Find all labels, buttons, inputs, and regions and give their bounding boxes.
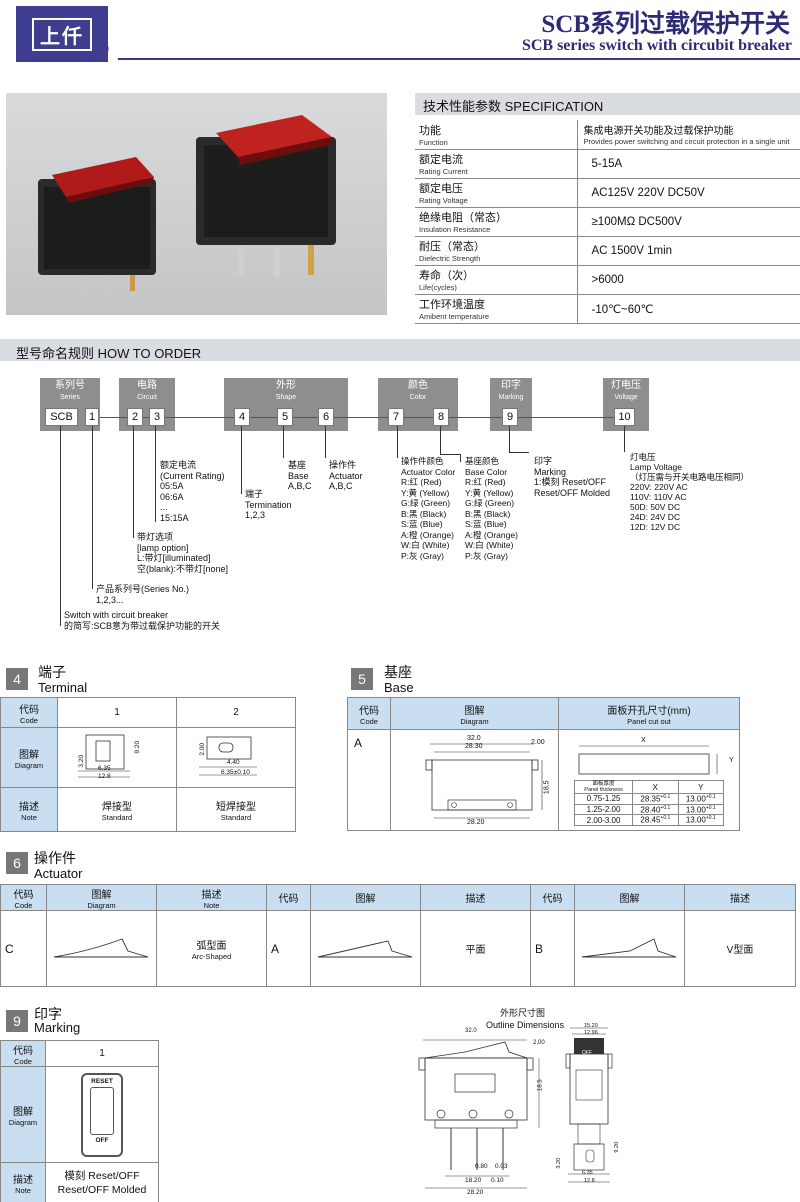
- outline-subtitle: Outline Dimensions: [486, 1020, 565, 1030]
- header-rule: [118, 58, 800, 60]
- section-subtitle: Marking: [34, 1020, 81, 1035]
- code-box: 4: [234, 408, 250, 426]
- registered-mark: ®: [101, 44, 110, 56]
- section-title: 操作件: [34, 850, 76, 866]
- product-photo: [6, 93, 387, 315]
- page-subtitle: SCB series switch with circubit breaker: [521, 37, 792, 54]
- code-box: 7: [388, 408, 404, 426]
- code-box: 8: [433, 408, 449, 426]
- section-title: 印字: [34, 1006, 62, 1022]
- section-number: 5: [351, 668, 373, 690]
- code-box: 2: [127, 408, 143, 426]
- actuator-flat-diagram: [310, 910, 421, 987]
- actuator-v-diagram: [574, 910, 685, 987]
- outline-drawing: 32.0 2.00 18.5 0.80 0.03 18.20 0.10 28.2…: [405, 1028, 635, 1200]
- code-box: 10: [614, 408, 635, 426]
- terminal-1-diagram: 3.20 6.35 12.8 9.20: [57, 727, 177, 788]
- section-subtitle: Base: [384, 680, 414, 695]
- marking-diagram: RESET OFF: [45, 1066, 159, 1163]
- base-diagram: 32.0 28.30 2.00 18.5 28.20: [390, 729, 559, 831]
- section-title: 端子: [38, 664, 66, 680]
- spec-heading: 技术性能参数 SPECIFICATION: [415, 93, 800, 115]
- series-no-desc: 产品系列号(Series No.)1,2,3...: [96, 584, 190, 605]
- section-subtitle: Terminal: [38, 680, 88, 695]
- order-heading: 型号命名规则 HOW TO ORDER: [0, 339, 800, 361]
- brand-logo: 上仟: [16, 6, 108, 62]
- page-title: SCB系列过载保护开关: [541, 11, 790, 38]
- actuator-arc-diagram: [46, 910, 157, 987]
- spec-row: 寿命（次）Life(cycles)>6000: [415, 265, 800, 295]
- section-subtitle: Actuator: [34, 866, 83, 881]
- lamp-option-desc: 带灯选项[lamp option]L:带灯[illuminated]空(blan…: [137, 532, 229, 574]
- code-box: 5: [277, 408, 293, 426]
- logo-text: 上仟: [32, 17, 92, 51]
- section-number: 4: [6, 668, 28, 690]
- section-title: 基座: [384, 664, 412, 680]
- section-number: 6: [6, 852, 28, 874]
- section-number: 9: [6, 1010, 28, 1032]
- code-box: 6: [318, 408, 334, 426]
- code-box: 1: [85, 408, 99, 426]
- outline-title: 外形尺寸图: [500, 1008, 546, 1018]
- spec-row: 绝缘电阻（常态）Insulation Resistance≥100MΩ DC50…: [415, 207, 800, 237]
- code-box: SCB: [45, 408, 78, 426]
- code-box: 9: [502, 408, 518, 426]
- terminal-2-diagram: 2.00 4.40 6.35±0.10: [176, 727, 296, 788]
- order-line: [100, 417, 620, 418]
- outline-side-view: 15.20 12.96 OFF 9.20 3.20 6.35 12.8: [556, 1023, 621, 1184]
- code-box: 3: [149, 408, 165, 426]
